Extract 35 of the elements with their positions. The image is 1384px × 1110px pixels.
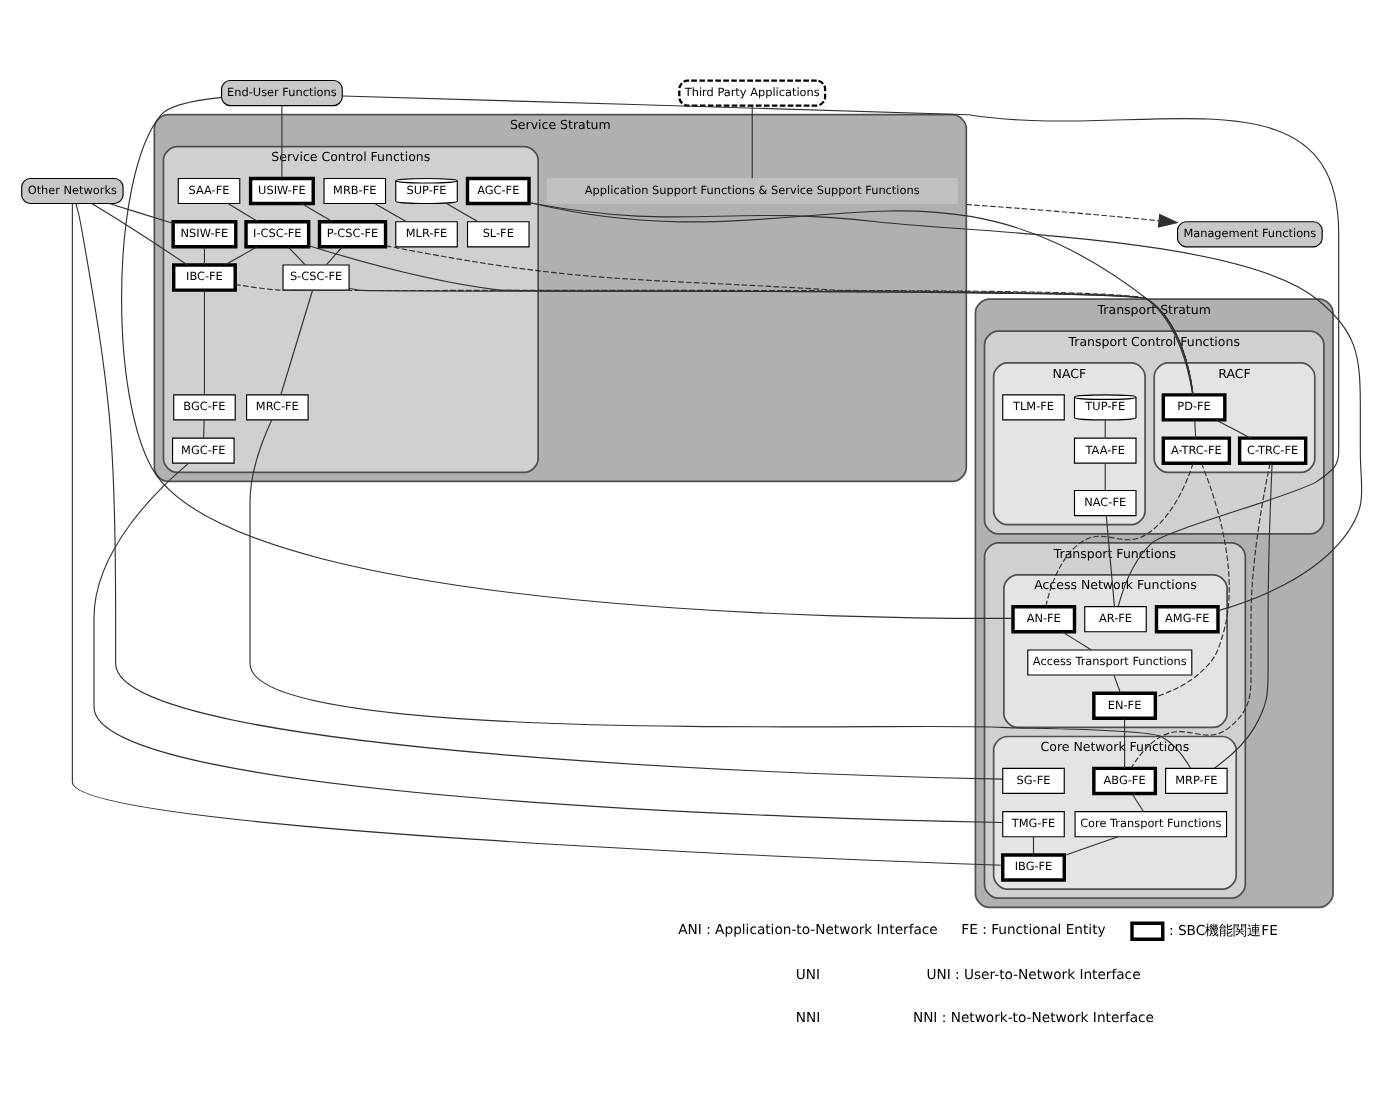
connector	[1063, 835, 1119, 856]
connector	[301, 202, 333, 222]
connector	[1061, 630, 1092, 650]
connector	[1105, 514, 1116, 607]
arrow	[965, 202, 1179, 227]
connector	[1215, 418, 1251, 438]
connector	[234, 282, 1194, 395]
connector	[287, 245, 306, 265]
connector	[108, 202, 174, 223]
connector	[281, 104, 283, 178]
connector	[1113, 673, 1121, 693]
connector	[203, 245, 206, 265]
connector	[341, 94, 1340, 606]
connector	[1130, 461, 1271, 768]
connector	[227, 202, 259, 222]
connector	[1124, 716, 1126, 768]
connector	[1104, 461, 1106, 490]
connector	[528, 201, 1363, 611]
connector	[374, 202, 407, 222]
connector	[1104, 418, 1106, 438]
connector	[91, 202, 188, 265]
connector	[1032, 835, 1035, 855]
connector	[121, 95, 1014, 618]
connector	[203, 288, 206, 395]
connector	[445, 201, 479, 222]
connector	[93, 461, 1003, 823]
connector	[203, 418, 205, 438]
connector	[224, 245, 258, 265]
connector	[1194, 418, 1197, 438]
connector	[1213, 461, 1273, 768]
connector	[1131, 792, 1144, 811]
connector	[280, 288, 314, 395]
connector	[326, 245, 343, 265]
connector	[751, 104, 753, 178]
connector	[1045, 461, 1194, 606]
